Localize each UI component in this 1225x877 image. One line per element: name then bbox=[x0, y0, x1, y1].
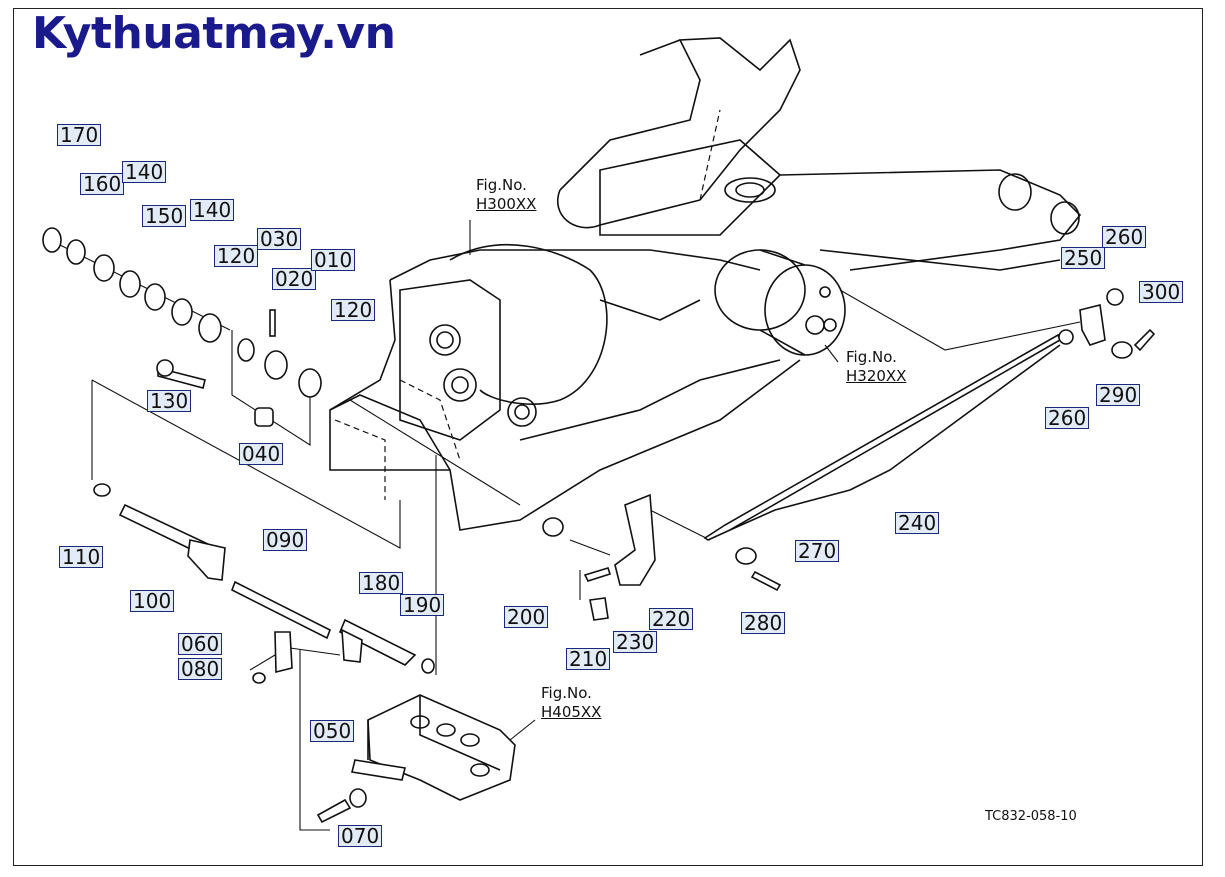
part-label-260[interactable]: 260 bbox=[1102, 226, 1147, 248]
leader-lines bbox=[91, 220, 1081, 831]
part-label-200[interactable]: 200 bbox=[504, 606, 549, 628]
cylinder-drawing bbox=[714, 249, 846, 356]
drawing-number: TC832-058-10 bbox=[985, 809, 1077, 824]
part-label-190[interactable]: 190 bbox=[400, 594, 445, 616]
part-label-030[interactable]: 030 bbox=[257, 228, 302, 250]
fig-ref-h300: Fig.No. H300XX bbox=[476, 176, 536, 214]
part-label-180[interactable]: 180 bbox=[359, 572, 404, 594]
part-label-060[interactable]: 060 bbox=[178, 633, 223, 655]
part-label-080[interactable]: 080 bbox=[178, 658, 223, 680]
part-label-260b[interactable]: 260 bbox=[1045, 407, 1090, 429]
fig-ref-code: H300XX bbox=[476, 195, 537, 213]
part-label-160[interactable]: 160 bbox=[80, 173, 125, 195]
part-label-120b[interactable]: 120 bbox=[331, 299, 376, 321]
part-label-210[interactable]: 210 bbox=[566, 648, 611, 670]
part-label-240[interactable]: 240 bbox=[895, 512, 940, 534]
part-label-280[interactable]: 280 bbox=[741, 612, 786, 634]
fig-ref-label: Fig.No. bbox=[476, 176, 527, 194]
linkage bbox=[542, 288, 1156, 621]
fig-ref-h405: Fig.No. H405XX bbox=[541, 684, 601, 722]
shafts bbox=[93, 483, 435, 684]
part-label-140b[interactable]: 140 bbox=[190, 199, 235, 221]
part-label-220[interactable]: 220 bbox=[649, 608, 694, 630]
fig-ref-label: Fig.No. bbox=[846, 348, 897, 366]
part-label-270[interactable]: 270 bbox=[795, 540, 840, 562]
washer-stack bbox=[42, 227, 322, 427]
part-label-300[interactable]: 300 bbox=[1139, 281, 1184, 303]
part-label-120[interactable]: 120 bbox=[214, 245, 259, 267]
part-label-100[interactable]: 100 bbox=[130, 590, 175, 612]
fig-ref-code: H405XX bbox=[541, 703, 602, 721]
part-label-230[interactable]: 230 bbox=[613, 631, 658, 653]
part-label-150[interactable]: 150 bbox=[142, 205, 187, 227]
part-label-040[interactable]: 040 bbox=[239, 443, 284, 465]
fig-ref-code: H320XX bbox=[846, 367, 907, 385]
valve-drawing bbox=[316, 694, 516, 824]
drawing-frame bbox=[13, 8, 1203, 866]
part-label-110[interactable]: 110 bbox=[59, 546, 104, 568]
part-label-020[interactable]: 020 bbox=[272, 268, 317, 290]
part-label-050[interactable]: 050 bbox=[310, 720, 355, 742]
part-label-250[interactable]: 250 bbox=[1061, 247, 1106, 269]
part-label-170[interactable]: 170 bbox=[57, 124, 102, 146]
part-label-130[interactable]: 130 bbox=[147, 390, 192, 412]
part-label-090[interactable]: 090 bbox=[263, 529, 308, 551]
housing-drawing bbox=[329, 243, 801, 531]
part-label-070[interactable]: 070 bbox=[338, 825, 383, 847]
part-label-140[interactable]: 140 bbox=[122, 161, 167, 183]
brand-logo: Kythuatmay.vn bbox=[32, 8, 396, 59]
fig-ref-h320: Fig.No. H320XX bbox=[846, 348, 906, 386]
fig-ref-label: Fig.No. bbox=[541, 684, 592, 702]
part-label-010[interactable]: 010 bbox=[311, 249, 356, 271]
part-label-290[interactable]: 290 bbox=[1096, 384, 1141, 406]
lift-arm-drawing bbox=[557, 37, 1082, 271]
